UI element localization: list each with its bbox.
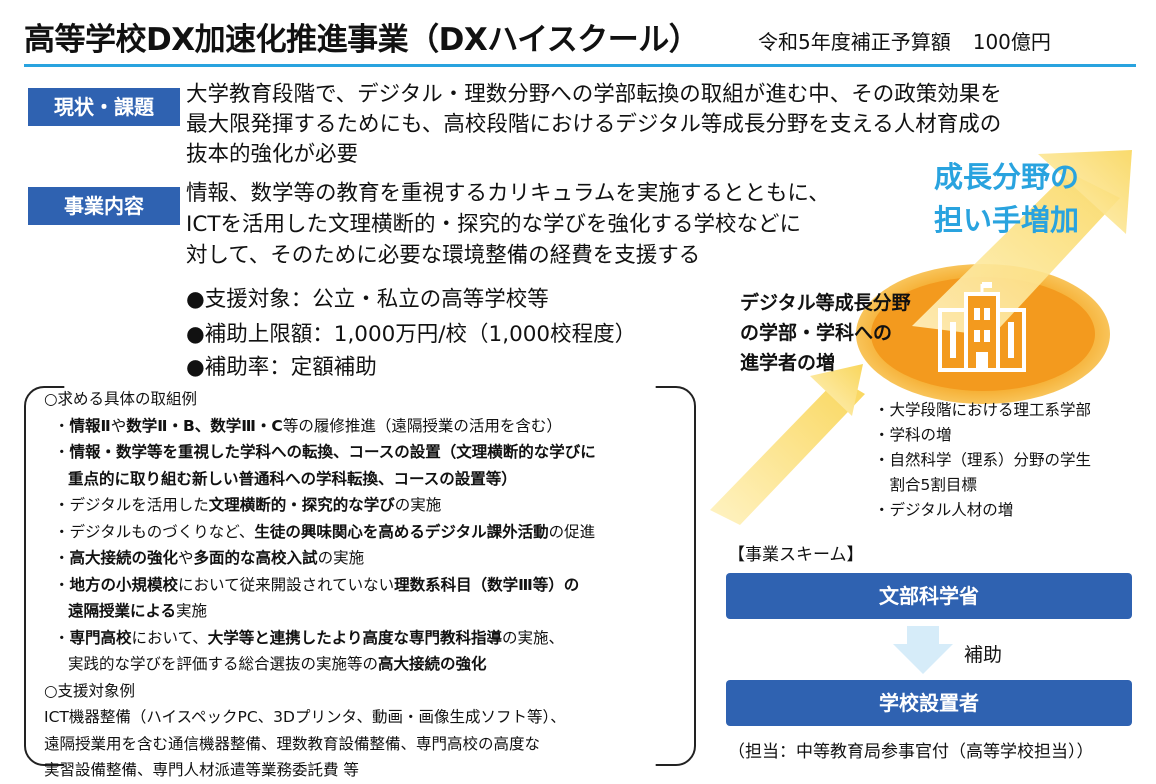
support-line: ICT機器整備（ハイスペックPC、3Dプリンタ、動画・画像生成ソフト等）、 <box>44 708 566 726</box>
down-arrow-icon <box>893 626 953 674</box>
budget-info: 令和5年度補正予算額 100億円 <box>758 26 1051 55</box>
arrow-upper-head <box>1038 150 1132 234</box>
support-line: 実習設備整備、専門人材派遣等業務委託費 等 <box>44 761 359 779</box>
list-item: ・自然科学（理系）分野の学生 <box>874 451 1092 469</box>
digital-increase-line: 進学者の増 <box>740 352 836 374</box>
digital-increase-text: デジタル等成長分野 の学部・学科への 進学者の増 <box>740 288 911 378</box>
examples-list: ○求める具体の取組例 ・情報Ⅱや数学Ⅱ・B、数学Ⅲ・C等の履修推進（遠隔授業の活… <box>44 386 596 784</box>
support-target-bullet: ●支援対象：公立・私立の高等学校等 <box>186 287 549 312</box>
subsidy-rate-bullet: ●補助率：定額補助 <box>186 355 377 380</box>
arrow-lower-stem <box>710 378 865 525</box>
project-content-line: 情報、数学等の教育を重視するカリキュラムを実施するとともに、 <box>186 181 830 206</box>
growth-title-line: 担い手増加 <box>934 203 1080 237</box>
list-item: ・デジタルを活用した文理横断的・探究的な学びの実施 <box>54 496 442 514</box>
current-issues-line: 大学教育段階で、デジタル・理数分野への学部転換の取組が進む中、その政策効果を <box>186 82 1002 107</box>
title-divider <box>24 64 1136 67</box>
scheme-label: 【事業スキーム】 <box>728 545 864 565</box>
budget-label: 令和5年度補正予算額 <box>758 30 951 54</box>
arrow-lower-head <box>810 364 863 416</box>
support-heading: ○支援対象例 <box>44 681 136 700</box>
project-content-label: 事業内容 <box>28 187 180 225</box>
digital-increase-line: デジタル等成長分野 <box>740 292 911 314</box>
budget-amount: 100億円 <box>972 30 1051 54</box>
support-line: 遠隔授業用を含む通信機器整備、理数教育設備整備、専門高校の高度な <box>44 734 541 753</box>
project-content-text: 情報、数学等の教育を重視するカリキュラムを実施するとともに、 ICTを活用した文… <box>186 178 830 271</box>
current-issues-label: 現状・課題 <box>28 88 180 126</box>
list-item: 実践的な学びを評価する総合選抜の実施等の高大接続の強化 <box>68 655 487 673</box>
contact-text: （担当：中等教育局参事官付（高等学校担当）） <box>728 742 1094 762</box>
list-item: 重点的に取り組む新しい普通科への学科転換、コースの設置等） <box>68 469 517 488</box>
project-content-line: ICTを活用した文理横断的・探究的な学びを強化する学校などに <box>186 212 801 237</box>
project-content-line: 対して、そのために必要な環境整備の経費を支援する <box>186 243 701 268</box>
outcomes-list: ・大学段階における理工系学部 ・学科の増 ・自然科学（理系）分野の学生 割合5割… <box>874 398 1091 523</box>
page-title: 高等学校DX加速化推進事業（DXハイスクール） <box>24 22 700 58</box>
list-item: ・デジタルものづくりなど、生徒の興味関心を高めるデジタル課外活動の促進 <box>54 522 596 541</box>
current-issues-text: 大学教育段階で、デジタル・理数分野への学部転換の取組が進む中、その政策効果を 最… <box>186 80 1002 170</box>
subsidy-label: 補助 <box>964 644 1003 666</box>
current-issues-line: 最大限発揮するためにも、高校段階におけるデジタル等成長分野を支える人材育成の <box>186 112 1002 137</box>
growth-arrow-icon <box>710 150 1132 525</box>
list-item: ・専門高校において、大学等と連携したより高度な専門教科指導の実施、 <box>54 628 565 647</box>
school-building-icon <box>938 282 1026 372</box>
mext-box: 文部科学省 <box>726 573 1132 619</box>
examples-heading: ○求める具体の取組例 <box>44 390 198 408</box>
list-item: ・高大接続の強化や多面的な高校入試の実施 <box>54 549 365 567</box>
list-item: ・大学段階における理工系学部 <box>874 401 1092 419</box>
list-item: ・デジタル人材の増 <box>874 501 1014 519</box>
list-item: ・情報Ⅱや数学Ⅱ・B、数学Ⅲ・C等の履修推進（遠隔授業の活用を含む） <box>54 416 562 435</box>
list-item: ・地方の小規模校において従来開設されていない理数系科目（数学Ⅲ等）の <box>54 575 580 594</box>
growth-title-line: 成長分野の <box>934 160 1080 194</box>
growth-title: 成長分野の 担い手増加 <box>934 156 1079 242</box>
current-issues-line: 抜本的強化が必要 <box>186 142 359 167</box>
list-item: ・情報・数学等を重視した学科への転換、コースの設置（文理横断的な学びに <box>54 443 596 461</box>
subsidy-cap-bullet: ●補助上限額：1,000万円/校（1,000校程度） <box>186 322 637 347</box>
list-item: ・学科の増 <box>874 426 952 444</box>
list-item: 遠隔授業による実施 <box>68 602 208 620</box>
digital-increase-line: の学部・学科への <box>740 322 893 344</box>
school-founder-box: 学校設置者 <box>726 680 1132 726</box>
list-item: 割合5割目標 <box>874 476 977 494</box>
